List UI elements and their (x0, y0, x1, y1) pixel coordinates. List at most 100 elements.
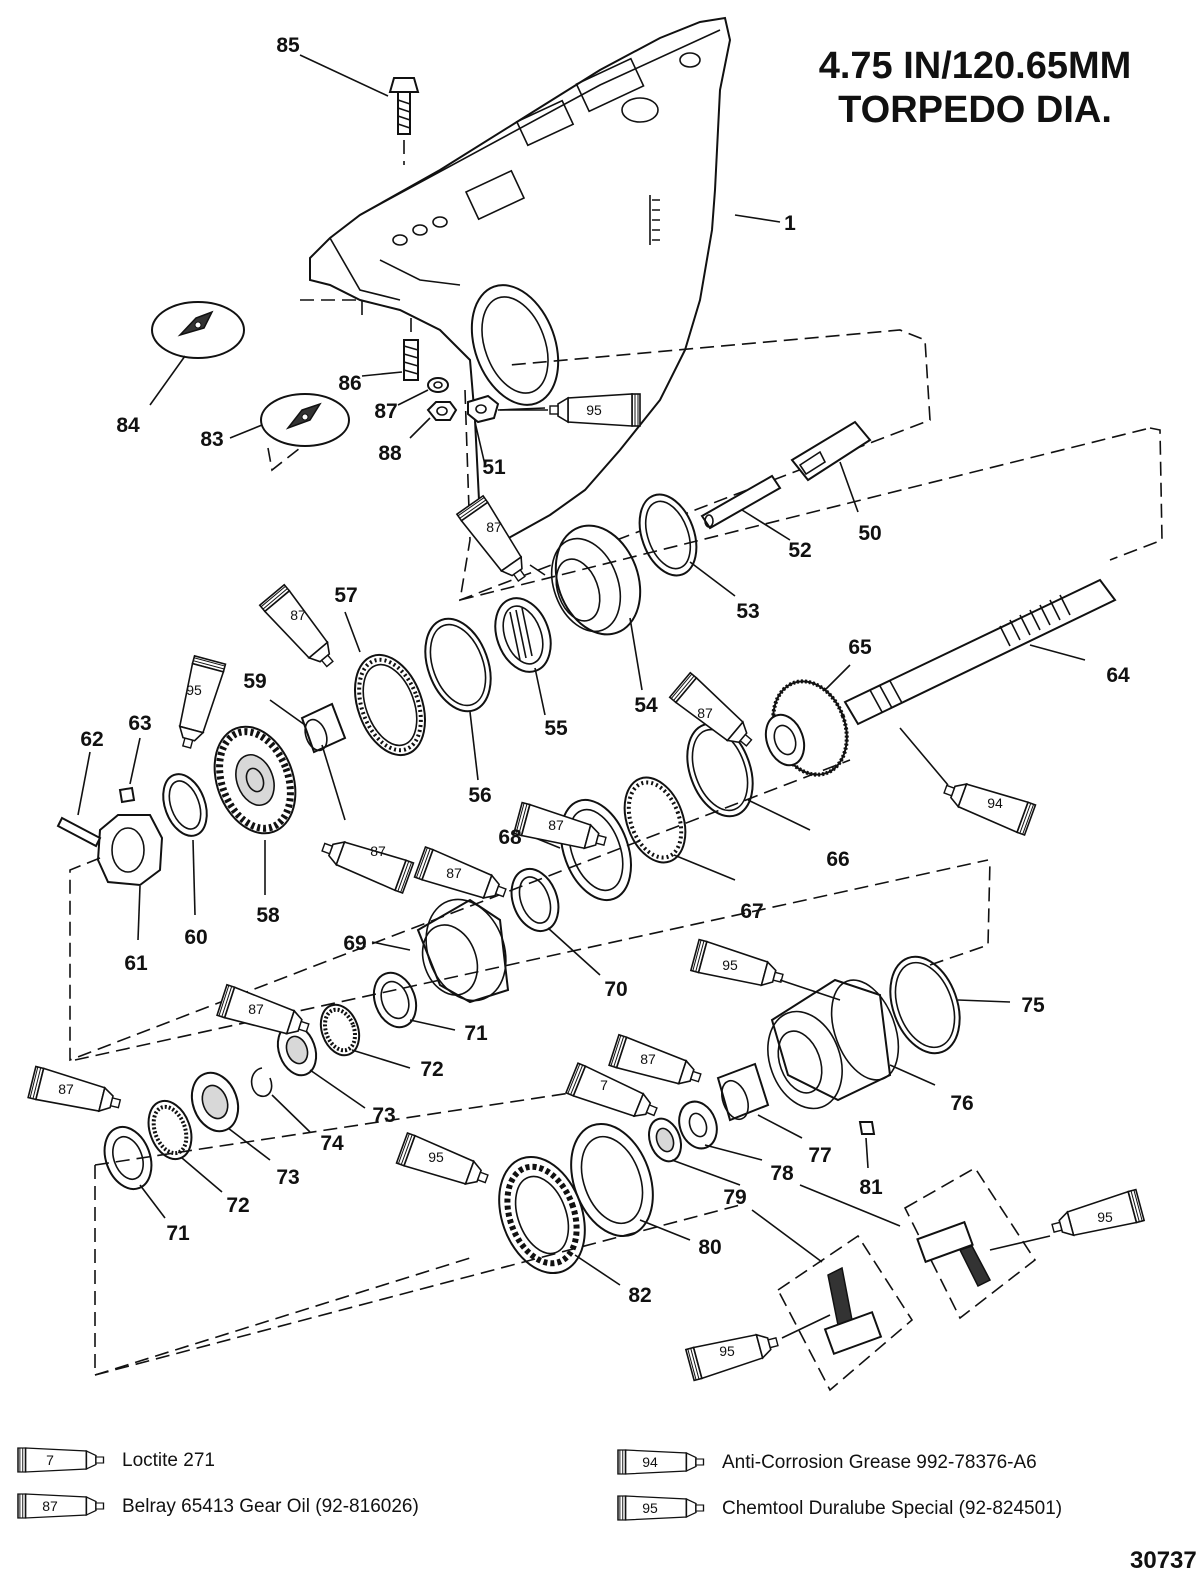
anode-part-84 (151, 301, 245, 359)
carrier-part-69 (416, 898, 510, 1004)
o-ring-part-75 (889, 955, 961, 1055)
legend-item-95: 95 Chemtool Duralube Special (92-824501) (617, 1495, 1062, 1521)
tube-label: 95 (722, 957, 738, 973)
anode-part-83 (260, 393, 350, 447)
callout-50: 50 (858, 522, 881, 545)
callout-72-lower: 72 (226, 1194, 249, 1217)
bearing-part-70 (510, 868, 560, 932)
tube-label: 95 (428, 1149, 444, 1165)
legend-text: Chemtool Duralube Special (92-824501) (722, 1498, 1062, 1519)
thrust-bearing-part-72-lower (147, 1099, 193, 1161)
tube-label: 7 (600, 1077, 608, 1093)
bearing-part-77 (716, 1062, 770, 1122)
callout-76: 76 (950, 1092, 973, 1115)
callout-68: 68 (498, 826, 522, 849)
callout-85: 85 (276, 34, 300, 57)
callout-79: 79 (723, 1186, 746, 1209)
propshaft-part-64 (843, 578, 1117, 726)
tube-label: 95 (719, 1343, 735, 1359)
callout-53: 53 (736, 600, 759, 623)
callout-66: 66 (826, 848, 849, 871)
callout-71-upper: 71 (464, 1022, 488, 1045)
lubricant-tube-87 (258, 583, 343, 676)
callout-75: 75 (1021, 994, 1045, 1017)
callout-84: 84 (116, 414, 140, 437)
callout-72-upper: 72 (420, 1058, 443, 1081)
callout-58: 58 (256, 904, 280, 927)
shift-cam-part-51 (467, 394, 500, 424)
callout-61: 61 (124, 952, 148, 975)
shift-coupler-part-50 (790, 420, 872, 482)
washer-part-71-upper (372, 971, 418, 1029)
lubricant-tube-95 (690, 938, 787, 995)
callout-63: 63 (128, 712, 151, 735)
tube-label: 95 (586, 402, 602, 418)
seal-part-78 (678, 1100, 718, 1150)
callout-67: 67 (740, 900, 763, 923)
callout-88: 88 (378, 442, 402, 465)
washer-part-87 (427, 377, 449, 393)
callout-70: 70 (604, 978, 627, 1001)
bearing-part-73-lower (190, 1071, 240, 1133)
callout-52: 52 (788, 539, 811, 562)
thrust-bearing-part-57 (354, 653, 426, 757)
callout-80: 80 (698, 1236, 721, 1259)
callout-60: 60 (184, 926, 207, 949)
ring-part-66 (686, 722, 754, 818)
tube-label: 87 (248, 1001, 264, 1017)
lubricant-tube-95 (170, 655, 227, 752)
tube-label: 87 (290, 607, 306, 623)
forward-gear-part-65 (764, 679, 849, 777)
callout-56: 56 (468, 784, 491, 807)
callout-69: 69 (343, 932, 366, 955)
retaining-ring-part-74 (250, 1067, 273, 1097)
lubricant-tube-87 (27, 1065, 124, 1121)
callout-65: 65 (848, 636, 872, 659)
legend: 7 Loctite 271 87 Belray 65413 Gear Oil (… (17, 1447, 1062, 1521)
legend-text: Anti-Corrosion Grease 992-78376-A6 (722, 1452, 1037, 1473)
detent-part-63 (118, 786, 136, 804)
thrust-bearing-part-72-upper (319, 1003, 361, 1057)
detail-inset-left (776, 1234, 914, 1392)
nut-part-88 (426, 401, 458, 421)
bearing-carrier-part-76 (767, 978, 900, 1110)
ring-part-53 (638, 493, 698, 577)
lubricant-tube-87 (413, 846, 511, 909)
callout-81: 81 (859, 1176, 883, 1199)
lubricant-tube-87 (317, 831, 415, 894)
callout-55: 55 (544, 717, 568, 740)
gear-housing-part-1 (309, 16, 732, 542)
tube-label: 87 (548, 817, 564, 833)
tube-label: 95 (1097, 1209, 1113, 1225)
tube-label: 87 (640, 1051, 656, 1067)
tube-label: 95 (186, 682, 202, 698)
callout-78: 78 (770, 1162, 794, 1185)
ring-part-60 (162, 773, 208, 837)
pinion-gear-part-58 (213, 725, 297, 835)
screw-part-85 (388, 77, 420, 135)
legend-item-87: 87 Belray 65413 Gear Oil (92-816026) (17, 1493, 419, 1519)
stud-part-86 (403, 318, 419, 381)
callout-87: 87 (374, 400, 397, 423)
callout-73-lower: 73 (276, 1166, 299, 1189)
callout-74: 74 (320, 1132, 344, 1155)
tube-label: 94 (987, 795, 1003, 811)
callout-82: 82 (628, 1284, 651, 1307)
washer-part-71-lower (103, 1126, 153, 1190)
callout-62: 62 (80, 728, 103, 751)
legend-tube-number: 87 (42, 1498, 58, 1514)
figure-number: 30737 (1130, 1547, 1197, 1574)
callout-57: 57 (334, 584, 357, 607)
callout-51: 51 (482, 456, 506, 479)
tube-label: 87 (370, 843, 386, 859)
needle-bearing-part-55 (494, 597, 552, 673)
bearing-part-82 (498, 1155, 586, 1275)
bearing-carrier-part-54 (550, 524, 642, 636)
shim-part-56 (424, 617, 492, 713)
tube-label: 87 (58, 1081, 74, 1097)
callout-73-upper: 73 (372, 1104, 395, 1127)
key-part-81 (858, 1121, 876, 1135)
shift-shaft-part-52 (700, 474, 782, 530)
legend-tube-number: 7 (46, 1452, 54, 1468)
lubricant-tube-95 (395, 1132, 493, 1195)
